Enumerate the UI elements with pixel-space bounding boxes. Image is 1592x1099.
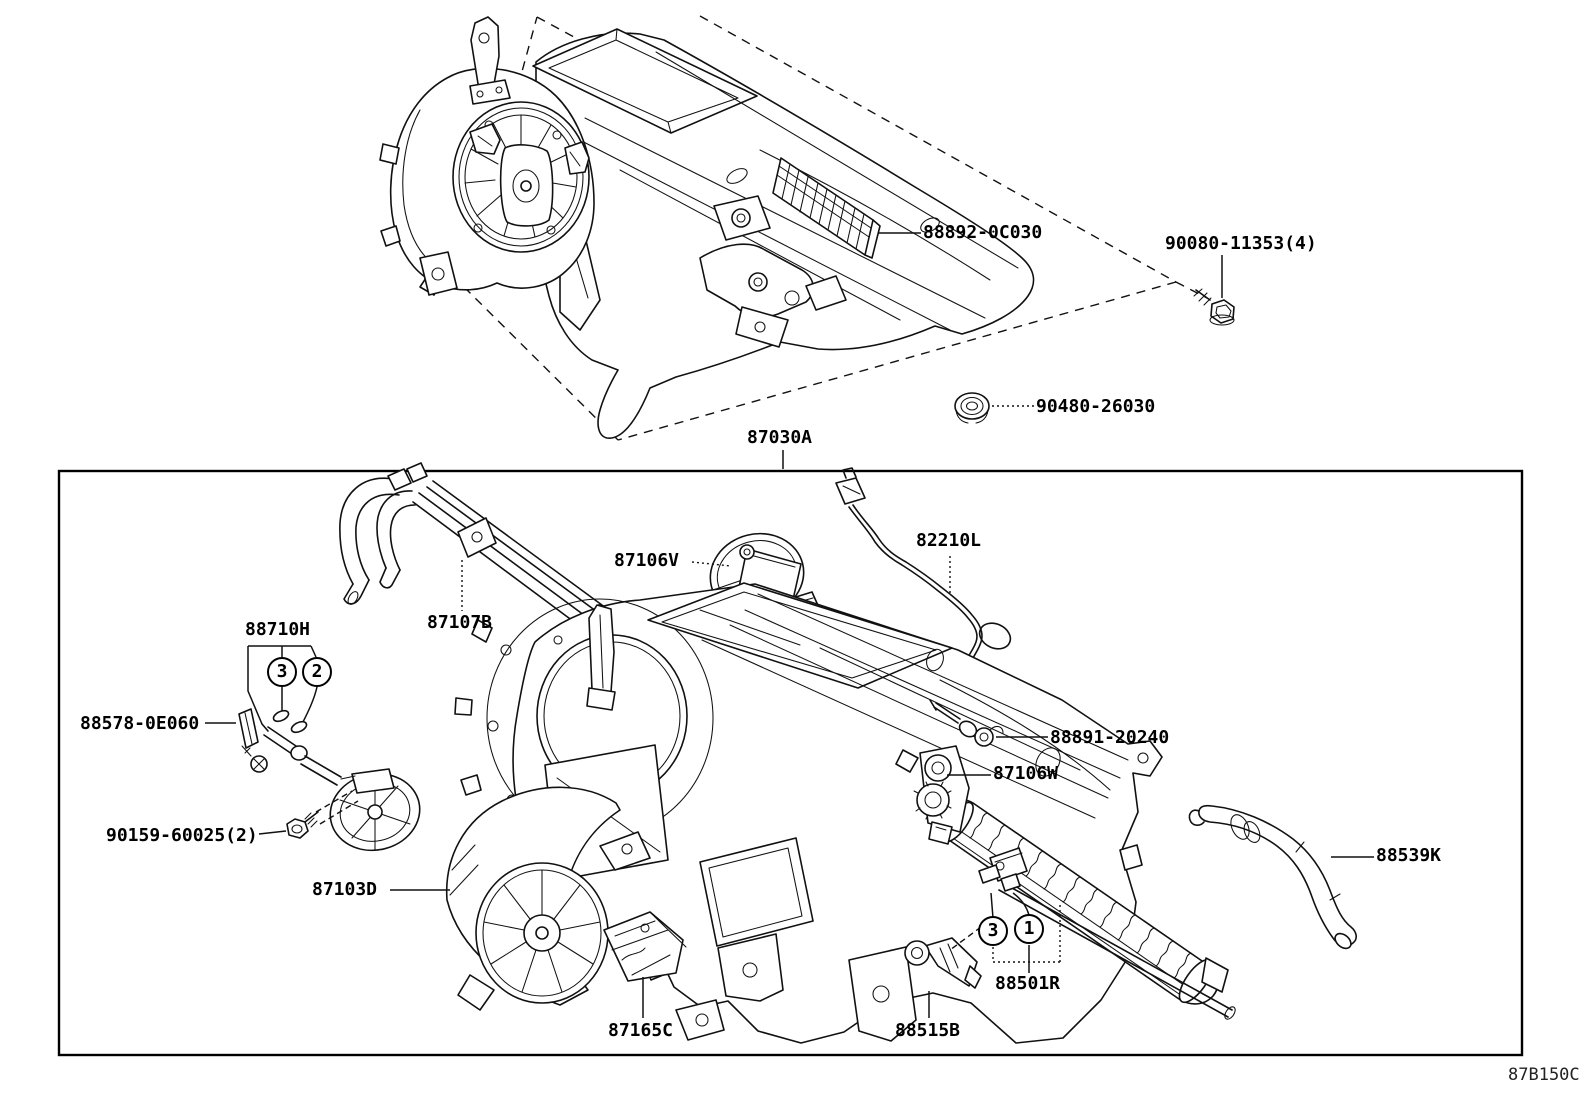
servo-87106w-drawing bbox=[895, 745, 970, 845]
water-valve-link-88710h-drawing bbox=[238, 645, 421, 852]
callout-3-88501R: 3 bbox=[978, 916, 1008, 946]
callout-3-88710H: 3 bbox=[267, 657, 297, 687]
leader-lines-top bbox=[782, 232, 1223, 469]
screw-90080-drawing bbox=[1193, 288, 1235, 326]
part-label-88710H: 88710H bbox=[245, 619, 311, 640]
part-label-87107B: 87107B bbox=[427, 612, 493, 633]
assembly-box bbox=[57, 469, 1524, 1057]
resistor-87165c-drawing bbox=[603, 911, 687, 982]
callout-2-88710H: 2 bbox=[302, 657, 332, 687]
part-label-82210L: 82210L bbox=[916, 530, 982, 551]
part-label-88501R: 88501R bbox=[995, 973, 1061, 994]
part-label-87165C: 87165C bbox=[608, 1020, 674, 1041]
sensor-88515b-drawing bbox=[904, 937, 982, 989]
grommet-90480-drawing bbox=[954, 392, 990, 424]
part-label-88539K: 88539K bbox=[1376, 845, 1442, 866]
top-blower-assembly-drawing bbox=[379, 16, 1035, 439]
heater-pipes-87107b-drawing bbox=[339, 462, 611, 633]
part-label-90480-26030: 90480-26030 bbox=[1036, 396, 1156, 417]
part-label-88892-0C030: 88892-0C030 bbox=[923, 222, 1043, 243]
part-label-90080-11353: 90080-11353(4) bbox=[1165, 233, 1317, 254]
heater-core-88501r-drawing bbox=[938, 799, 1236, 1020]
leader-lines-box bbox=[205, 556, 1374, 1018]
callout-1-88501R: 1 bbox=[1014, 914, 1044, 944]
blower-motor-87103d-drawing bbox=[445, 786, 725, 1041]
part-label-87106W: 87106W bbox=[993, 763, 1059, 784]
part-label-88891-20240: 88891-20240 bbox=[1050, 727, 1170, 748]
part-label-87106V: 87106V bbox=[614, 550, 680, 571]
hose-88539k-drawing bbox=[1188, 804, 1357, 950]
part-label-87030A: 87030A bbox=[747, 427, 813, 448]
thermistor-88891-drawing bbox=[929, 699, 1004, 747]
filter-88892-drawing bbox=[772, 157, 881, 259]
sheet-code: 87B150C bbox=[1508, 1065, 1580, 1085]
part-label-88515B: 88515B bbox=[895, 1020, 961, 1041]
part-label-90159-60025: 90159-60025(2) bbox=[106, 825, 258, 846]
part-label-88578-0E060: 88578-0E060 bbox=[80, 713, 200, 734]
part-label-87103D: 87103D bbox=[312, 879, 378, 900]
